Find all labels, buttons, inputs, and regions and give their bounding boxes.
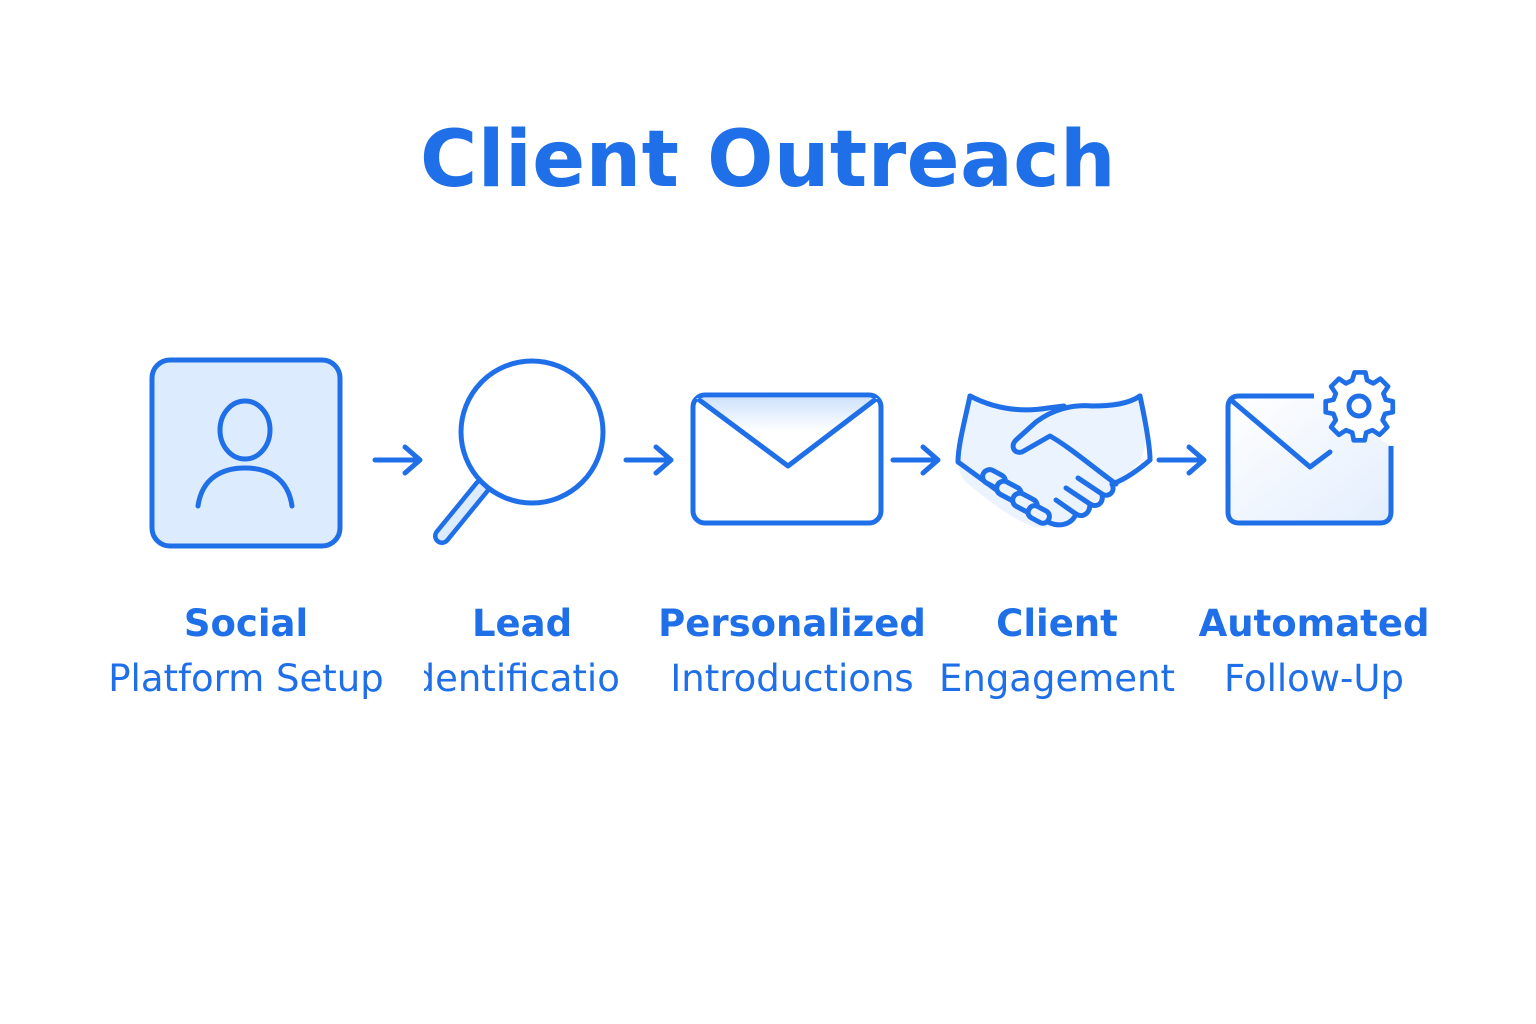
step-label-line1: Automated <box>1198 602 1430 645</box>
arrow-right-icon <box>1156 444 1207 476</box>
step-label-line2: Introductions <box>670 657 914 700</box>
step-label-line2: Follow-Up <box>1224 657 1404 700</box>
step-label-automated-follow-up: Automated Follow-Up <box>1196 596 1432 706</box>
step-label-line1: Social <box>183 602 309 645</box>
step-label-social-platform-setup: Social Platform Setup <box>86 596 406 706</box>
step-label-line1: Lead <box>471 602 573 645</box>
step-label-line2: Identification <box>424 657 620 700</box>
email-gear-icon <box>1225 370 1396 526</box>
magnifying-glass-icon <box>433 358 606 545</box>
arrow-right-icon <box>623 444 674 476</box>
arrow-right-icon <box>890 444 941 476</box>
step-label-lead-identification: Lead Identification <box>424 596 620 706</box>
step-label-client-engagement: Client Engagement <box>930 596 1184 706</box>
step-label-line1: Personalized <box>658 602 926 645</box>
handshake-icon <box>955 393 1153 528</box>
arrow-right-icon <box>372 444 423 476</box>
step-label-line1: Client <box>996 602 1118 645</box>
step-label-line2: Engagement <box>938 657 1175 700</box>
user-profile-icon <box>149 357 343 549</box>
step-label-line2: Platform Setup <box>108 657 384 700</box>
step-label-personalized-introductions: Personalized Introductions <box>654 596 930 706</box>
envelope-icon <box>690 392 884 526</box>
page-title: Client Outreach <box>420 115 1116 205</box>
